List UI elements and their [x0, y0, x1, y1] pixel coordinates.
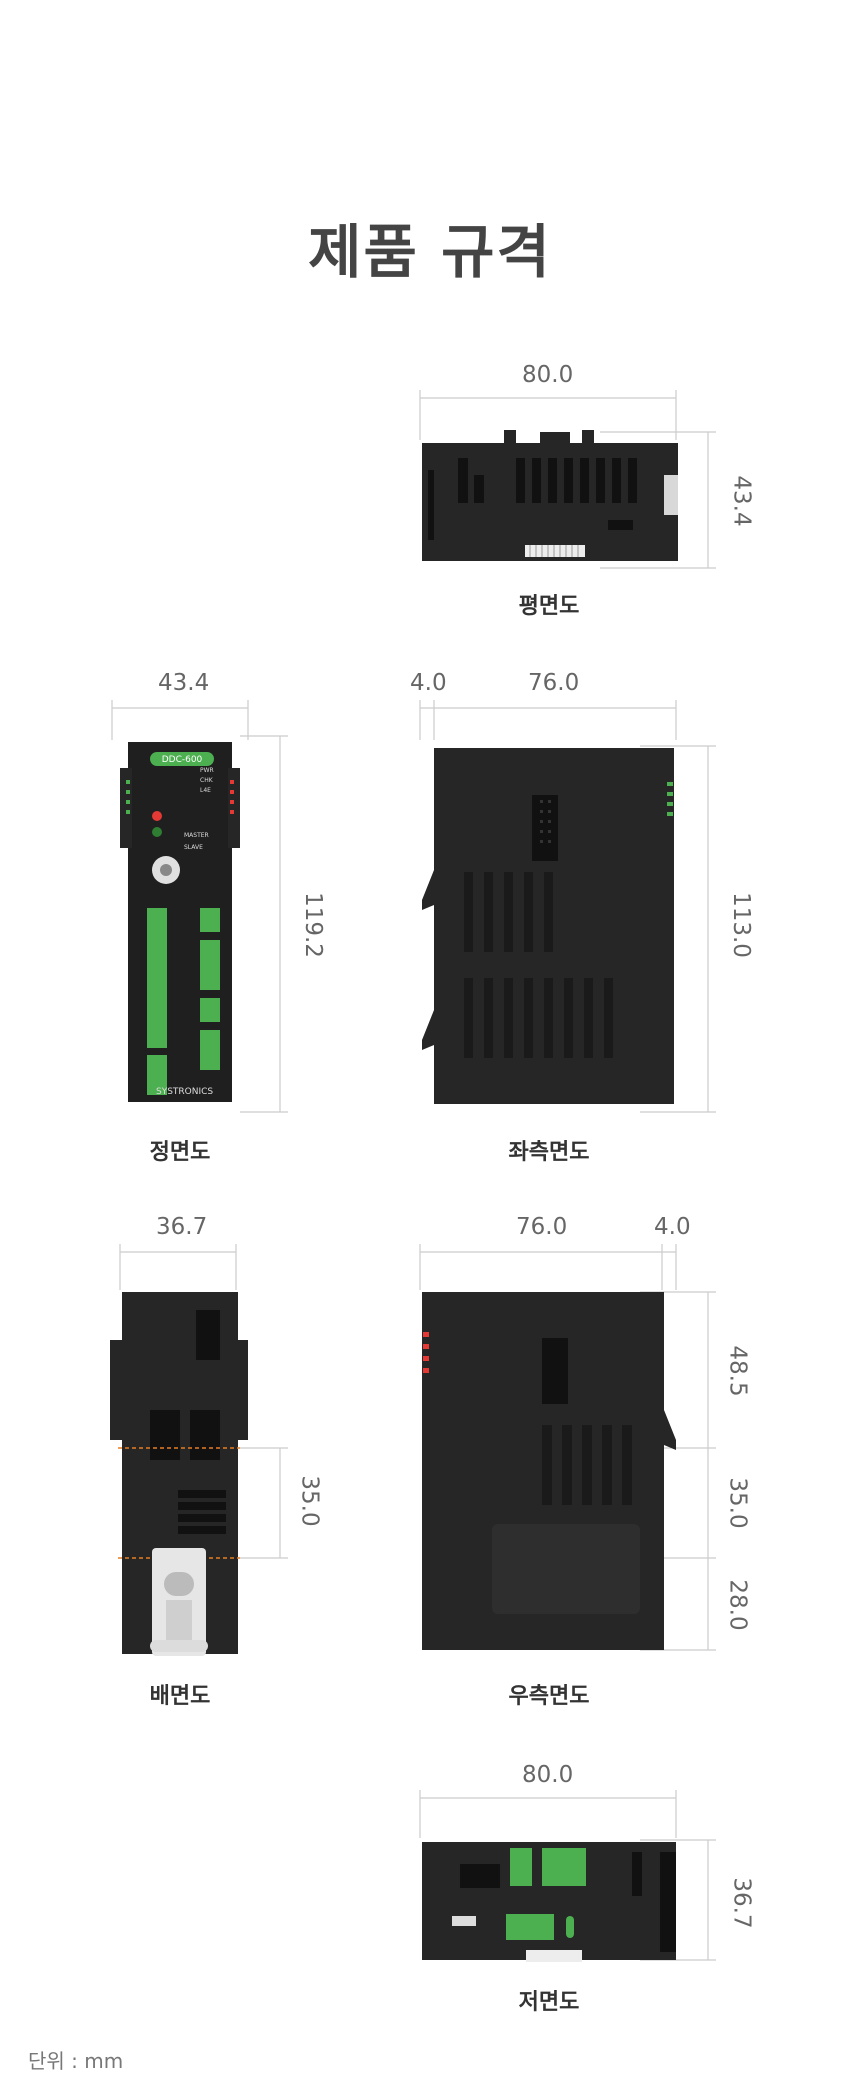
slave-label: SLAVE	[184, 844, 203, 851]
led-chk: CHK	[200, 777, 214, 784]
back-height-dim: 35.0	[296, 1475, 323, 1527]
bottom-width-dim: 80.0	[522, 1762, 574, 1788]
led-l4e: L4E	[200, 787, 211, 794]
back-view-caption: 배면도	[149, 1684, 211, 1709]
left-width-dim: 76.0	[528, 670, 580, 696]
right-height-dim-2: 35.0	[724, 1477, 751, 1529]
master-label: MASTER	[184, 832, 209, 839]
front-view	[111, 700, 288, 1113]
back-width-dim: 36.7	[156, 1214, 208, 1240]
left-height-dim: 113.0	[727, 892, 754, 958]
top-height-dim: 43.4	[728, 475, 755, 527]
right-view-caption: 우측면도	[508, 1684, 590, 1709]
front-height-dim: 119.2	[299, 892, 326, 958]
right-width-dim: 76.0	[516, 1214, 568, 1240]
front-view-caption: 정면도	[149, 1140, 211, 1165]
brand-label: SYSTRONICS	[156, 1087, 213, 1097]
left-offset-dim: 4.0	[410, 670, 447, 696]
top-width-dim: 80.0	[522, 362, 574, 388]
top-view-caption: 평면도	[518, 594, 580, 619]
page-title: 제품 규격	[308, 218, 552, 286]
right-height-dim-3: 28.0	[724, 1579, 751, 1631]
left-view	[419, 700, 716, 1113]
back-view	[110, 1244, 288, 1656]
led-pwr: PWR	[200, 767, 214, 774]
bottom-height-dim: 36.7	[728, 1877, 755, 1929]
front-model-label: DDC-600	[162, 755, 203, 765]
bottom-view-caption: 저면도	[518, 1990, 580, 2015]
right-height-dim-1: 48.5	[724, 1345, 751, 1397]
front-width-dim: 43.4	[158, 670, 210, 696]
right-view	[419, 1244, 716, 1651]
bottom-view	[419, 1790, 716, 1962]
right-offset-dim: 4.0	[654, 1214, 691, 1240]
unit-label: 단위 : mm	[28, 2049, 124, 2073]
top-view	[419, 390, 716, 569]
left-view-caption: 좌측면도	[508, 1140, 590, 1165]
